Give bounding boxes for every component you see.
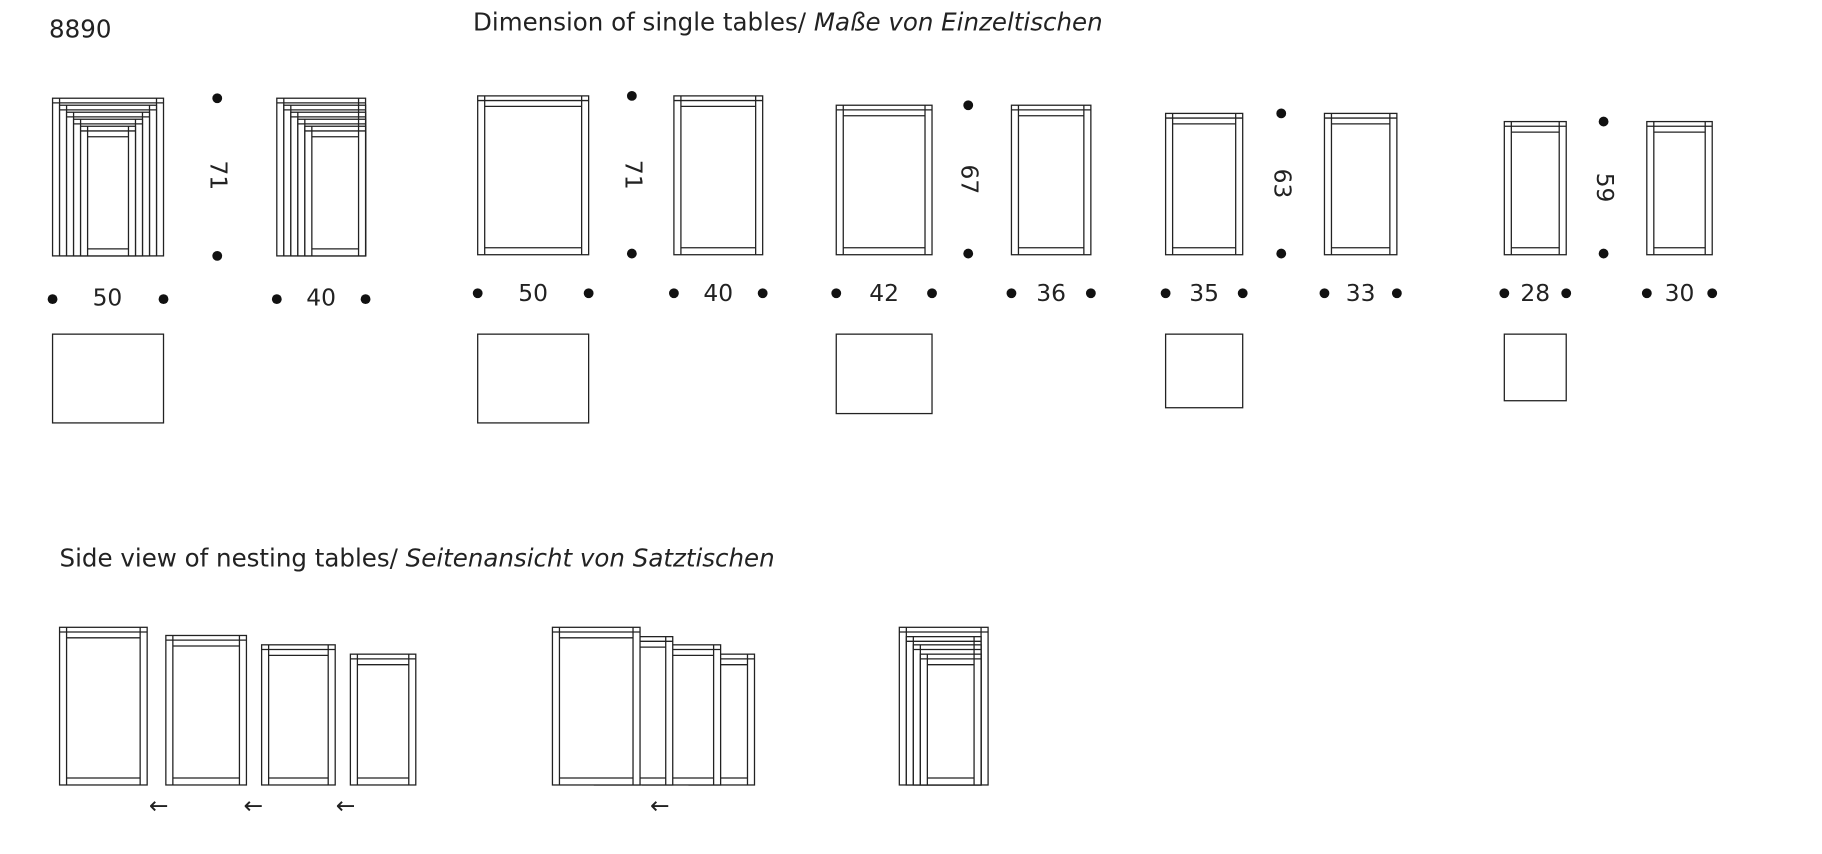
dimension-dot: [1160, 288, 1171, 299]
dimension-dot: [1237, 288, 1248, 299]
top-view-outline: [1164, 333, 1244, 409]
table-height-label: 59: [1591, 173, 1619, 203]
dimension-dot: [212, 93, 223, 104]
fully-nested-table-frame: [919, 653, 982, 786]
table-depth-label: 40: [703, 279, 733, 307]
frame-outline: [1646, 120, 1713, 256]
dimension-dot: [1276, 248, 1287, 259]
dimension-dot: [271, 294, 282, 305]
dimension-dot: [1085, 288, 1096, 299]
table-width-label: 35: [1189, 279, 1219, 307]
frame-outline: [551, 626, 641, 786]
table-height-label: 71: [619, 160, 647, 190]
dimension-dot: [669, 288, 679, 299]
nesting-heading-en: Side view of nesting tables/: [60, 544, 406, 573]
dimension-dot: [1561, 288, 1572, 299]
set-width-label: 50: [93, 284, 123, 312]
separated-table-frame: [260, 644, 336, 786]
table-width-label: 42: [869, 279, 899, 307]
dimension-dot: [1641, 288, 1652, 299]
dimension-dot: [583, 288, 594, 299]
separated-table-frame: [349, 653, 417, 786]
nested-set-side-frame: [304, 125, 367, 257]
top-view-outline: [835, 333, 933, 415]
dimension-dot: [1598, 248, 1609, 259]
dimension-dot: [1319, 288, 1330, 299]
dimension-dot: [1006, 288, 1017, 299]
frame-outline: [1010, 104, 1092, 256]
table-height-label: 67: [956, 165, 984, 195]
nested-set-front-frame: [79, 125, 137, 257]
frame-outline: [260, 644, 336, 786]
frame-outline: [165, 634, 248, 786]
nesting-side-view-heading: Side view of nesting tables/ Seitenansic…: [60, 544, 775, 573]
dimension-dot: [158, 294, 169, 305]
table-width-label: 50: [518, 279, 548, 307]
dimension-dot: [1598, 116, 1609, 127]
single-table-front-frame: [835, 104, 933, 256]
dimension-dot: [472, 288, 483, 299]
dimension-dot: [963, 248, 974, 259]
single-table-front-frame: [1503, 120, 1567, 256]
dimension-dot: [626, 248, 637, 259]
single-table-front-frame: [477, 95, 590, 256]
dimension-dot: [1707, 288, 1718, 299]
dimension-dot: [47, 294, 58, 305]
frame-outline: [1164, 112, 1244, 256]
frame-outline: [835, 104, 933, 256]
dimension-dot: [212, 250, 223, 261]
single-table-side-frame: [1010, 104, 1092, 256]
dimension-dot: [1499, 288, 1510, 299]
dimension-dot: [927, 288, 937, 299]
single-table-side-frame: [673, 95, 764, 256]
frame-outline: [919, 653, 982, 786]
single-table-side-frame: [1646, 120, 1713, 256]
frame-outline: [304, 125, 367, 257]
table-depth-label: 36: [1036, 279, 1066, 307]
dimension-dot: [831, 288, 842, 299]
model-number: 8890: [49, 14, 111, 43]
set-height-label: 71: [205, 160, 233, 190]
frame-outline: [673, 95, 764, 256]
dimension-dot: [963, 100, 974, 111]
table-depth-label: 30: [1665, 279, 1695, 307]
pulled-out-table-frame: [551, 626, 641, 786]
dimension-dot: [1276, 108, 1287, 119]
arrow-left-icon: ←: [336, 792, 356, 820]
single-tables-heading: Dimension of single tables/ Maße von Ein…: [473, 7, 1103, 36]
top-view-outline: [1503, 333, 1567, 402]
top-view-outline: [477, 333, 590, 424]
frame-outline: [1323, 112, 1398, 256]
single-table-front-frame: [1164, 112, 1244, 256]
top-view-outline: [51, 333, 165, 424]
single-tables-heading-de: Maße von Einzeltischen: [814, 7, 1103, 36]
frame-outline: [477, 95, 590, 256]
arrow-left-icon: ←: [244, 792, 264, 820]
dimension-dot: [626, 90, 637, 101]
frame-outline: [1503, 120, 1567, 256]
frame-outline: [349, 653, 417, 786]
single-table-side-frame: [1323, 112, 1398, 256]
arrow-left-icon: ←: [149, 792, 169, 820]
table-height-label: 63: [1269, 169, 1297, 199]
frame-outline: [58, 626, 148, 786]
dimension-dot: [1391, 288, 1402, 299]
frame-outline: [79, 125, 137, 257]
dimension-dot: [360, 294, 371, 305]
table-depth-label: 33: [1346, 279, 1376, 307]
nesting-heading-de: Seitenansicht von Satztischen: [406, 544, 775, 573]
arrow-left-icon: ←: [650, 792, 670, 820]
dimension-dot: [757, 288, 768, 299]
separated-table-frame: [58, 626, 148, 786]
table-width-label: 28: [1520, 279, 1550, 307]
separated-table-frame: [165, 634, 248, 786]
single-tables-heading-en: Dimension of single tables/: [473, 7, 814, 36]
set-depth-label: 40: [306, 284, 336, 312]
